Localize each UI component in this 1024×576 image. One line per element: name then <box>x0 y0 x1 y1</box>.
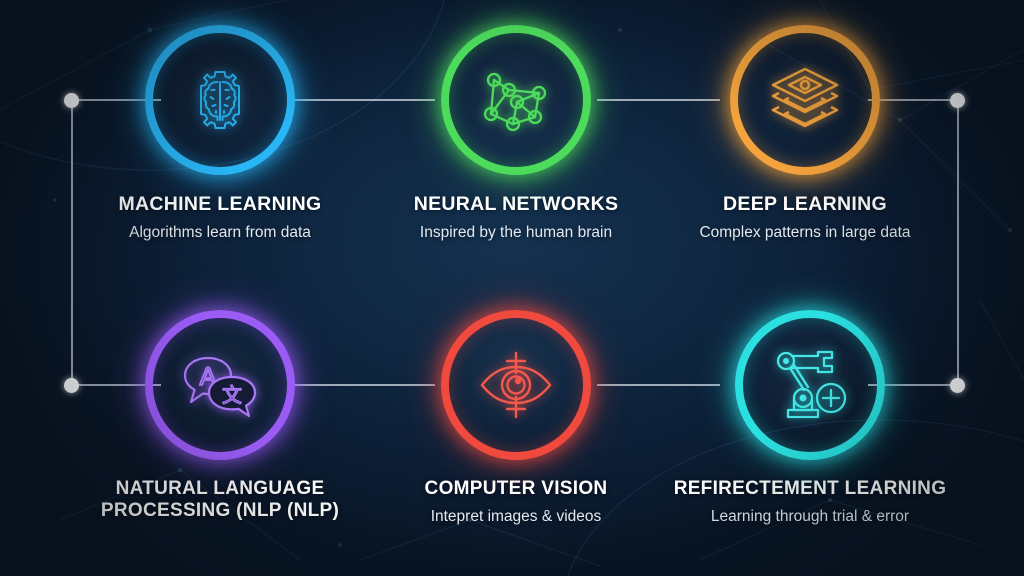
item-machine-learning[interactable]: MACHINE LEARNING Algorithms learn from d… <box>70 25 370 242</box>
network-graph-icon <box>441 25 591 175</box>
ring-wrap-neural-networks <box>441 25 591 175</box>
brain-gear-icon <box>145 25 295 175</box>
item-description: Inspired by the human brain <box>419 224 613 241</box>
item-title: NEURAL NETWORKS <box>413 193 619 215</box>
ring-wrap-machine-learning <box>145 25 295 175</box>
ring-wrap-deep-learning <box>730 25 880 175</box>
item-neural-networks[interactable]: NEURAL NETWORKS Inspired by the human br… <box>366 25 666 242</box>
item-natural-language-processing[interactable]: A 文 NATURAL LANGUAGE PROCESSING (NLP (NL… <box>70 310 370 530</box>
eye-target-icon <box>441 310 591 460</box>
ring-wrap-computer-vision <box>441 310 591 460</box>
item-reinforcement-learning[interactable]: REFIRECTEMENT LEARNING Learning through … <box>660 310 960 527</box>
item-title: REFIRECTEMENT LEARNING <box>673 478 947 499</box>
item-title: MACHINE LEARNING <box>118 193 322 215</box>
item-title: NATURAL LANGUAGE PROCESSING (NLP (NLP) <box>100 478 340 522</box>
item-deep-learning[interactable]: DEEP LEARNING Complex patterns in large … <box>655 25 955 242</box>
svg-text:文: 文 <box>222 383 242 407</box>
translate-speech-bubbles-icon: A 文 <box>145 310 295 460</box>
robot-arm-plus-icon <box>735 310 885 460</box>
stacked-layers-icon <box>730 25 880 175</box>
item-computer-vision[interactable]: COMPUTER VISION Intepret images & videos <box>366 310 666 527</box>
ring-wrap-natural-language-processing: A 文 <box>145 310 295 460</box>
item-title: DEEP LEARNING <box>723 193 887 215</box>
item-description: Complex patterns in large data <box>699 224 911 241</box>
item-description: Learning through trial & error <box>710 508 910 526</box>
item-description: Algorithms learn from data <box>129 224 311 241</box>
ring-wrap-reinforcement-learning <box>735 310 885 460</box>
item-description: Intepret images & videos <box>430 508 602 526</box>
item-title: COMPUTER VISION <box>424 478 608 499</box>
